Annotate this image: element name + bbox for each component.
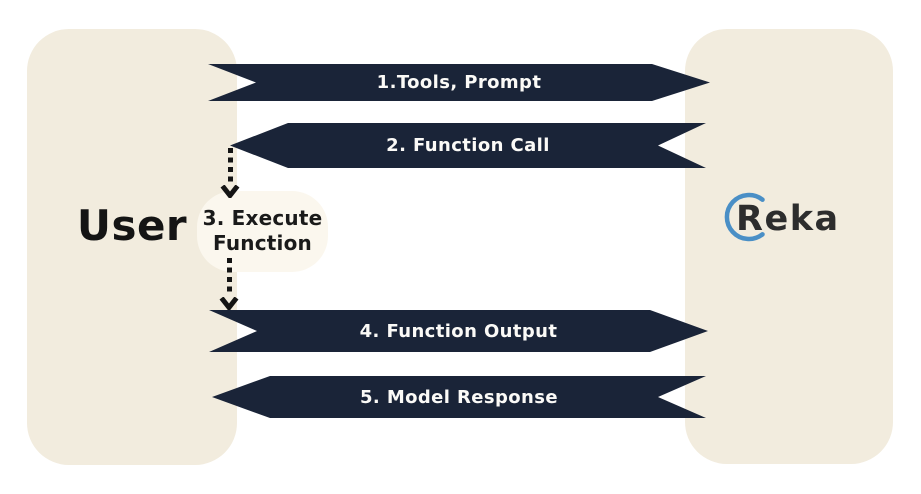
user-label: User	[76, 201, 188, 250]
dotted-line	[227, 148, 233, 184]
banner-step-1-tools-prompt: 1.Tools, Prompt	[208, 64, 710, 101]
banner-step-5-model-response: 5. Model Response	[212, 376, 706, 418]
reka-logo-text: Reka	[736, 199, 840, 239]
reka-panel: Reka	[685, 29, 893, 464]
banner-step-2-function-call: 2. Function Call	[230, 123, 706, 168]
execute-function-label-line1: 3. Execute	[202, 206, 323, 230]
banner-step-5-label: 5. Model Response	[359, 386, 558, 408]
dotted-line	[226, 258, 232, 296]
execute-function-label-line2: Function	[213, 231, 312, 255]
banner-step-2-label: 2. Function Call	[386, 135, 550, 156]
arrowhead-down-icon	[219, 297, 239, 310]
reka-logo-circle	[724, 192, 765, 242]
dotted-arrow-down-icon	[220, 148, 240, 198]
dotted-arrow-down-icon	[219, 258, 239, 310]
banner-step-4-function-output: 4. Function Output	[209, 310, 708, 352]
banner-step-1-label: 1.Tools, Prompt	[376, 72, 542, 93]
banner-step-4-label: 4. Function Output	[359, 320, 558, 342]
arrowhead-down-icon	[220, 185, 240, 198]
execute-function-blob: 3. Execute Function	[197, 191, 328, 272]
reka-logo-icon: Reka	[724, 192, 840, 242]
